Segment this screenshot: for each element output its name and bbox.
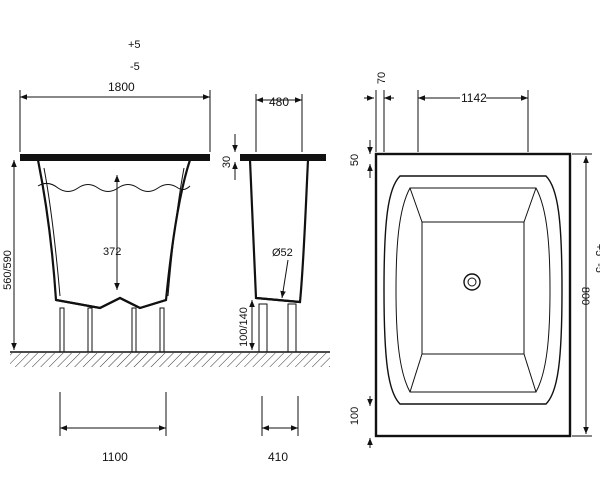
depth-label: 372 bbox=[103, 246, 121, 258]
top-view: 70 1142 50 100 +5 -5 800 bbox=[349, 72, 600, 448]
width-label: 800 bbox=[579, 287, 591, 305]
feet-span-label: 1100 bbox=[102, 450, 128, 464]
side-width-label: 480 bbox=[269, 95, 289, 109]
top-floor bbox=[421, 221, 525, 355]
front-tub-bottom bbox=[55, 296, 167, 310]
drain-arrow bbox=[280, 259, 289, 299]
front-rim bbox=[20, 154, 210, 161]
drain-icon bbox=[463, 273, 481, 291]
drain-label: Ø52 bbox=[272, 247, 293, 259]
top-outer-rim bbox=[374, 152, 572, 438]
length-tol-plus: +5 bbox=[128, 39, 141, 51]
length-label: 1800 bbox=[108, 80, 135, 94]
front-feet bbox=[59, 307, 165, 353]
side-feet bbox=[258, 303, 297, 353]
width-tol-minus: -5 bbox=[593, 263, 600, 273]
front-inner-right bbox=[167, 167, 185, 297]
front-view: 372 1800 +5 -5 560/590 1100 bbox=[2, 39, 330, 464]
top-offset-label: 70 bbox=[376, 72, 388, 84]
rim-top-label: 50 bbox=[349, 154, 361, 166]
front-tub-body bbox=[36, 159, 192, 310]
height-label: 560/590 bbox=[2, 250, 14, 290]
width-tol-plus: +5 bbox=[593, 244, 600, 257]
side-view: Ø52 480 30 100/140 410 bbox=[221, 94, 326, 464]
feet-height-label: 100/140 bbox=[238, 307, 250, 347]
water-line bbox=[37, 182, 191, 192]
side-feet-span-label: 410 bbox=[268, 450, 288, 464]
side-tub-bottom bbox=[255, 296, 301, 304]
ground-hatch bbox=[10, 353, 330, 367]
side-rim bbox=[240, 154, 326, 161]
side-tub-body bbox=[248, 159, 310, 304]
length-tol-minus: -5 bbox=[130, 61, 140, 73]
front-inner-left bbox=[43, 167, 61, 297]
top-basin-outline bbox=[383, 175, 563, 405]
rim-label: 30 bbox=[221, 156, 233, 168]
inner-length-label: 1142 bbox=[461, 91, 487, 105]
rim-bottom-label: 100 bbox=[349, 407, 361, 425]
